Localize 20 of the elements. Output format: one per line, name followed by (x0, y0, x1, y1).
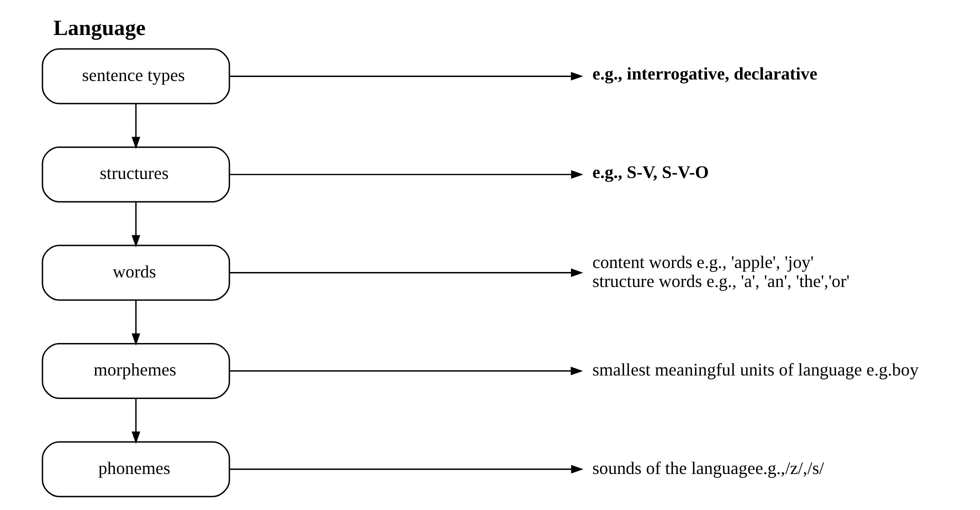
diagram-title: Language (53, 16, 146, 40)
arrow (230, 72, 584, 81)
arrow (132, 300, 140, 346)
arrow (132, 398, 140, 444)
arrow (230, 366, 584, 376)
node-box: words (42, 244, 230, 301)
node-box: sentence types (42, 48, 230, 104)
node-text: e.g., interrogative, declarative (592, 64, 818, 84)
arrow (230, 268, 584, 278)
node-text: e.g., S-V, S-V-O (592, 162, 709, 182)
arrow (132, 104, 140, 150)
arrow (132, 202, 140, 248)
node-box: phonemes (42, 441, 230, 498)
arrow (230, 170, 584, 179)
node-box: structures (42, 146, 230, 202)
node-box: morphemes (42, 343, 230, 399)
node-text: sounds of the languagee.g.,/z/,/s/ (592, 458, 824, 478)
arrow (230, 464, 584, 474)
node-text: smallest meaningful units of language e.g.boy (592, 360, 919, 380)
node-text: content words e.g., 'apple', 'joy' structure words e.g., 'a', 'an', 'the','or' (592, 252, 850, 291)
